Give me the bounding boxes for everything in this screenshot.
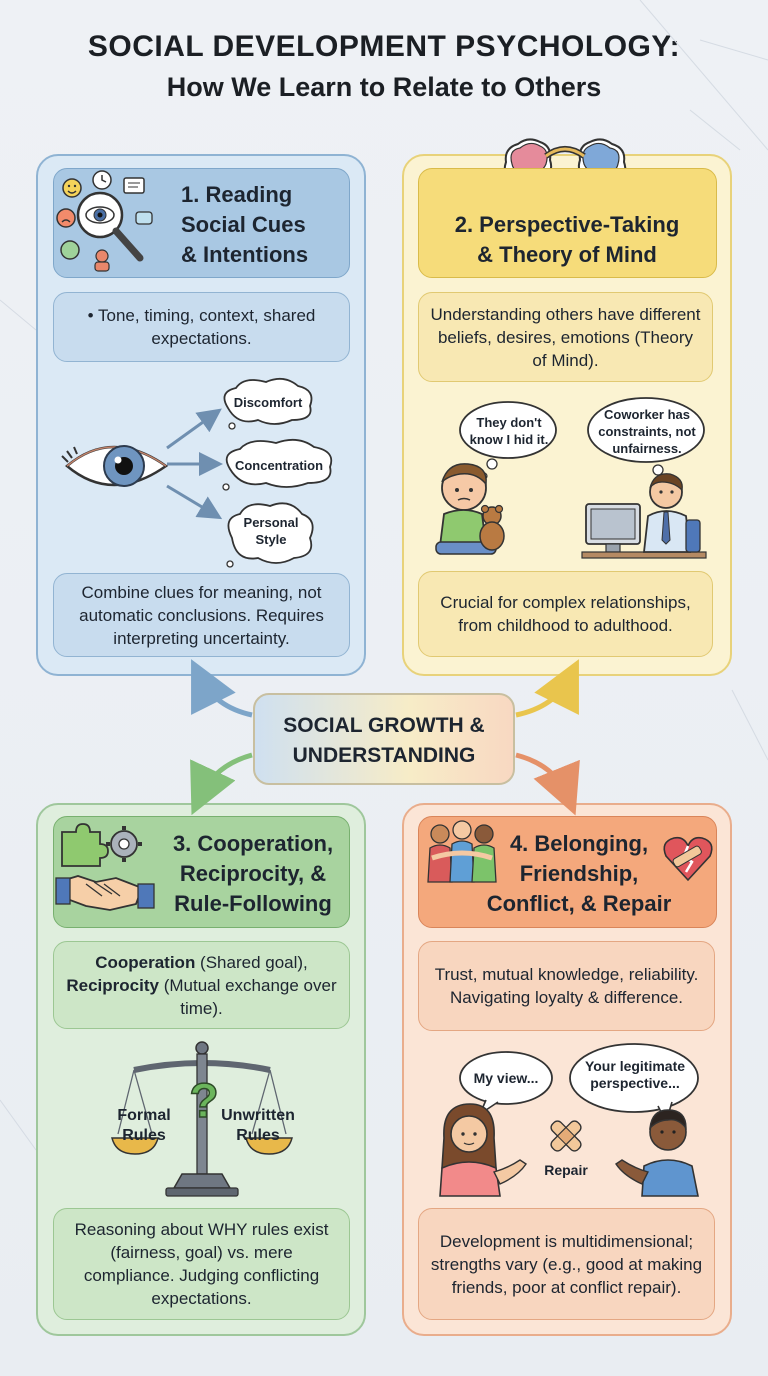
woman-illustration (439, 1103, 527, 1197)
panel1-bullet-text: • Tone, timing, context, shared expectat… (87, 306, 316, 348)
speech-bubble-right (569, 1043, 699, 1125)
panel1-bullet: Tone, timing, context, shared expectatio… (98, 306, 316, 348)
term-cooperation: Cooperation (95, 952, 196, 972)
panel1-heading-line3: & Intentions (181, 242, 309, 267)
child-with-teddy-illustration (435, 463, 505, 555)
eye-icon (61, 445, 169, 487)
unwritten-rules-label: Unwritten Rules (221, 1107, 295, 1144)
magnifier-eye-icon (56, 170, 153, 272)
page-title: SOCIAL DEVELOPMENT PSYCHOLOGY: (87, 30, 681, 63)
panel3-terms: Cooperation (Shared goal), Reciprocity (M… (64, 951, 339, 1020)
question-mark: ? (189, 1075, 220, 1129)
panel2-heading: 2. Perspective-Taking & Theory of Mind (418, 168, 717, 278)
page-subtitle: How We Learn to Relate to Others (166, 72, 602, 102)
panel3-heading-line3: Rule-Following (174, 891, 332, 916)
panel2-footer: Crucial for complex relationships, from … (440, 593, 691, 635)
panel4-text-box: Trust, mutual knowledge, reliability. Na… (418, 941, 715, 1031)
panel1-heading-line1: 1. Reading (181, 182, 293, 207)
man-illustration (615, 1109, 699, 1197)
cloud-personal-style: Personal Style (243, 515, 299, 547)
coworker-at-computer-illustration (581, 473, 707, 559)
term-cooperation-def: (Shared goal), (195, 952, 308, 972)
panel4-footer: Development is multidimensional; strengt… (430, 1231, 703, 1297)
cloud-concentration: Concentration (234, 458, 324, 473)
bubble-left-text: My view... (473, 1070, 539, 1086)
thought-bubble-child (459, 401, 557, 480)
term-reciprocity-def: (Mutual exchange over time). (158, 975, 337, 1018)
cue-arrows (166, 408, 223, 520)
broken-heart-icon (663, 836, 713, 882)
center-arrows (190, 659, 580, 816)
panel2-heading-line2: & Theory of Mind (477, 242, 657, 267)
panel3-heading: 3. Cooperation, Reciprocity, & Rule-Foll… (53, 816, 350, 928)
panel1-bullet-box: • Tone, timing, context, shared expectat… (53, 292, 350, 362)
panel4-heading-line3: Conflict, & Repair (486, 891, 672, 916)
puzzle-gear-handshake-icon (55, 823, 155, 911)
central-topic: SOCIAL GROWTH & UNDERSTANDING (253, 693, 515, 785)
bubble-child-text: They don't know I hid it. (469, 415, 549, 447)
panel2-heading-line1: 2. Perspective-Taking (454, 212, 680, 237)
formal-rules-label: Formal Rules (117, 1107, 171, 1144)
panel1-footer-box: Combine clues for meaning, not automatic… (53, 573, 350, 657)
panel3-heading-line2: Reciprocity, & (179, 861, 327, 886)
bubble-adult-text: Coworker has constraints, not unfairness… (598, 407, 696, 456)
cloud-discomfort: Discomfort (233, 395, 303, 410)
panel3-heading-line1: 3. Cooperation, (172, 831, 334, 856)
thought-cloud-discomfort (223, 377, 313, 430)
panel4-heading-line2: Friendship, (519, 861, 639, 886)
panel3-footer-box: Reasoning about WHY rules exist (fairnes… (53, 1208, 350, 1320)
group-hug-icon (427, 820, 497, 883)
bubble-right-text: Your legitimate perspective... (584, 1058, 686, 1091)
panel1-footer: Combine clues for meaning, not automatic… (79, 582, 324, 648)
central-topic-line2: UNDERSTANDING (292, 744, 476, 767)
panel4-footer-box: Development is multidimensional; strengt… (418, 1208, 715, 1320)
panel4-text: Trust, mutual knowledge, reliability. Na… (434, 965, 699, 1007)
panel3-terms-box: Cooperation (Shared goal), Reciprocity (M… (53, 941, 350, 1029)
panel1-heading-line2: Social Cues (181, 212, 306, 237)
term-reciprocity: Reciprocity (66, 975, 159, 995)
thought-cloud-concentration (222, 438, 333, 491)
panel4-heading-line1: 4. Belonging, (509, 831, 649, 856)
bandage-icon (550, 1120, 582, 1152)
panel2-footer-box: Crucial for complex relationships, from … (418, 571, 713, 657)
thought-cloud-personal-style (226, 502, 314, 568)
balance-scale-icon (111, 1041, 293, 1197)
panel3-footer: Reasoning about WHY rules exist (fairnes… (74, 1220, 329, 1308)
panel2-text-box: Understanding others have different beli… (418, 292, 713, 382)
repair-label: Repair (544, 1162, 588, 1178)
panel2-text: Understanding others have different beli… (430, 304, 701, 370)
central-topic-line1: SOCIAL GROWTH & (283, 714, 485, 737)
